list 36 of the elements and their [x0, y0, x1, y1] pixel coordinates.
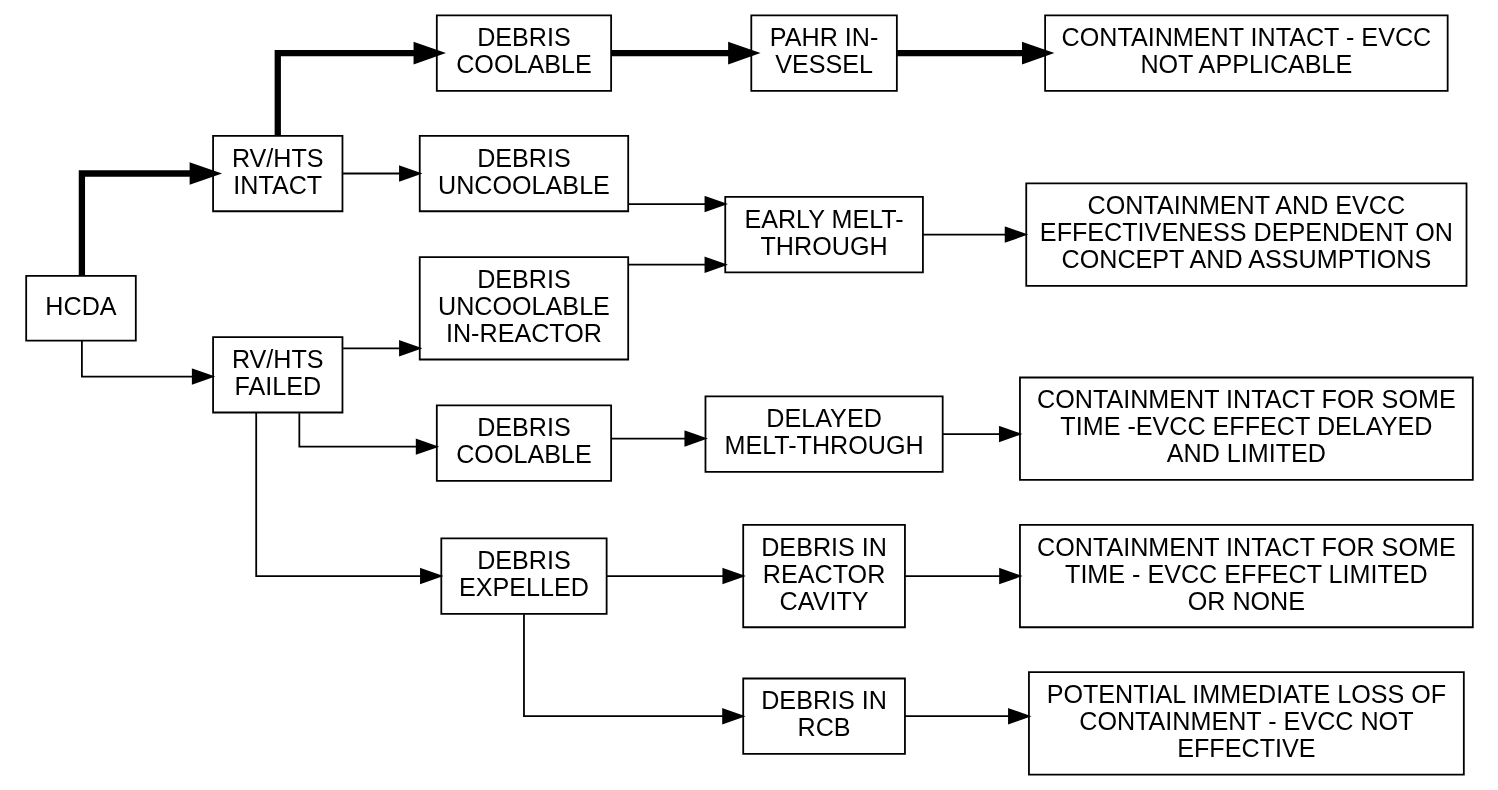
arrow [941, 425, 1022, 443]
node-box: DEBRIS UNCOOLABLE [418, 134, 629, 213]
node-box: DEBRIS IN REACTOR CAVITY [741, 523, 906, 629]
arrow [80, 339, 215, 385]
node-box: DEBRIS EXPELLED [439, 537, 608, 615]
arrow [78, 162, 222, 276]
node-box: DELAYED MELT-THROUGH [704, 395, 944, 473]
node-box: CONTAINMENT AND EVCC EFFECTIVENESS DEPENDENT ON CONCEPT AND ASSUMPTIONS [1024, 182, 1467, 287]
arrow [605, 567, 746, 585]
node-box: DEBRIS COOLABLE [435, 404, 612, 482]
node-box: DEBRIS IN RCB [741, 677, 906, 755]
arrow [903, 567, 1023, 585]
node-box: CONTAINMENT INTACT - EVCC NOT APPLICABLE [1043, 14, 1449, 92]
node-box: PAHR IN-VESSEL [749, 14, 898, 92]
arrow [254, 411, 443, 585]
node-box: DEBRIS UNCOOLABLE IN-REACTOR [418, 256, 629, 361]
node-box: CONTAINMENT INTACT FOR SOME TIME - EVCC EFFECT LIMITED OR NONE [1018, 523, 1474, 629]
arrow [921, 226, 1028, 243]
node-box: POTENTIAL IMMEDIATE LOSS OF CONTAINMENT - EVCC NOT EFFECTIVE [1027, 671, 1465, 776]
arrow [341, 340, 422, 357]
arrow [611, 41, 761, 65]
arrow [627, 195, 728, 213]
arrow [341, 165, 422, 182]
arrow [627, 256, 728, 273]
node-box: RV/HTS INTACT [211, 134, 343, 213]
arrow [274, 41, 446, 136]
node-box: CONTAINMENT INTACT FOR SOME TIME -EVCC EFFECT DELAYED AND LIMITED [1018, 376, 1474, 481]
node-box: DEBRIS COOLABLE [435, 14, 612, 92]
node-box: EARLY MELT-THROUGH [723, 196, 924, 274]
node-box: HCDA [24, 275, 137, 342]
arrow [522, 613, 746, 725]
arrow [896, 41, 1054, 65]
arrow [903, 708, 1031, 725]
arrow [297, 412, 439, 455]
arrow [610, 430, 708, 447]
node-box: RV/HTS FAILED [211, 336, 343, 414]
